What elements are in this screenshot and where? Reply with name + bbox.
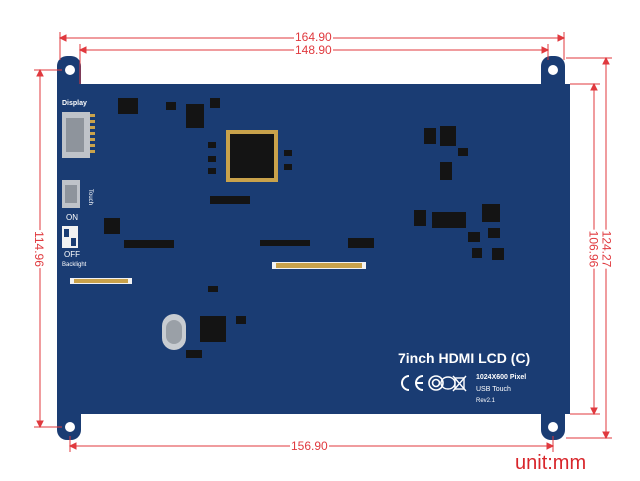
dimension-bottom: 156.90 [290, 439, 329, 453]
board-touch-type: USB Touch [476, 386, 511, 393]
mount-hole [65, 65, 75, 75]
board-title: 7inch HDMI LCD (C) [398, 350, 531, 366]
small-components [104, 98, 504, 358]
fpc-connector-left [70, 278, 132, 284]
display-port-label: Display [62, 100, 87, 107]
mount-holes [65, 65, 558, 432]
dimension-left: 114.96 [31, 230, 46, 268]
usb-connector [62, 180, 80, 208]
dimension-top-outer: 164.90 [294, 30, 333, 44]
weee-bin-icon [452, 375, 467, 392]
fcc-mark-icon [428, 375, 444, 391]
hdmi-connector [62, 112, 90, 158]
dimension-right-outer: 124.27 [599, 229, 614, 269]
dimension-top-inner: 148.90 [294, 43, 333, 57]
mount-hole [548, 65, 558, 75]
backlight-label: Backlight [62, 262, 87, 268]
board-resolution: 1024X600 Pixel [476, 374, 527, 381]
main-controller-chip [226, 130, 278, 182]
unit-label: unit:mm [515, 452, 587, 474]
switch-on-label: ON [66, 213, 78, 222]
switch-off-label: OFF [64, 250, 80, 259]
board-revision: Rev2.1 [476, 398, 496, 404]
mount-hole [65, 422, 75, 432]
crystal-oscillator [162, 314, 186, 350]
fpc-connector-main [272, 262, 366, 269]
ce-mark-icon [401, 375, 424, 391]
mount-hole [548, 422, 558, 432]
dimension-right-inner: 106.96 [586, 229, 601, 269]
dip-switch [62, 226, 78, 248]
hdmi-pads [90, 114, 95, 153]
pcb-board [57, 56, 570, 440]
touch-port-label: Touch [87, 188, 94, 206]
